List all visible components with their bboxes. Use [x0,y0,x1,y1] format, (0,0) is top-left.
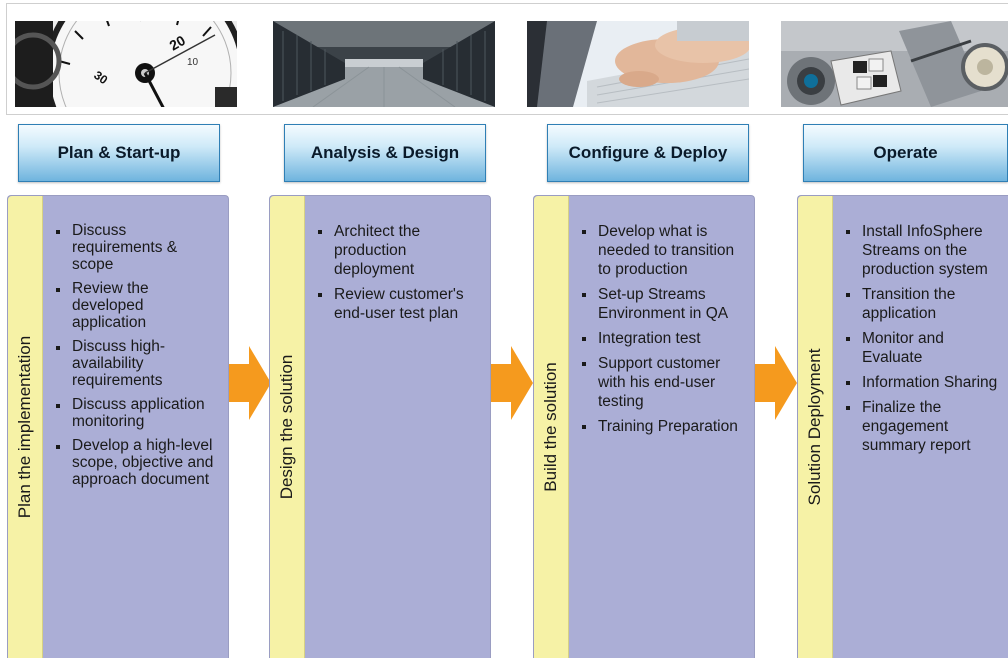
task-list: Architect the production deployment Revi… [318,222,484,329]
task-list: Discuss requirements & scope Review the … [56,222,218,495]
side-label: Solution Deployment [798,196,833,658]
stage-header-configure: Configure & Deploy [547,124,749,182]
flow-arrow-1 [229,346,271,420]
list-item: Review the developed application [56,280,218,331]
list-item: Develop what is needed to transition to … [582,222,748,279]
list-item: Discuss application monitoring [56,396,218,430]
list-item: Monitor and Evaluate [846,329,1006,367]
stage-panel-operate: Solution Deployment Install InfoSphere S… [797,195,1008,658]
side-label-text: Solution Deployment [805,348,824,506]
list-item: Install InfoSphere Streams on the produc… [846,222,1006,279]
list-item: Develop a high-level scope, objective an… [56,437,218,488]
side-label-text: Plan the implementation [15,335,34,519]
task-list: Install InfoSphere Streams on the produc… [846,222,1006,461]
stage-header-label: Analysis & Design [310,143,460,162]
list-item: Discuss high-availability requirements [56,338,218,389]
list-item: Transition the application [846,285,1006,323]
stage-panel-plan: Plan the implementation Discuss requirem… [7,195,229,658]
side-label: Plan the implementation [8,196,43,658]
stage-panel-configure: Build the solution Develop what is neede… [533,195,755,658]
office-desk-photo [781,21,1008,107]
flow-arrow-2 [491,346,533,420]
side-label: Design the solution [270,196,305,658]
stage-panel-analysis: Design the solution Architect the produc… [269,195,491,658]
list-item: Architect the production deployment [318,222,484,279]
list-item: Review customer's end-user test plan [318,285,484,323]
side-label-text: Build the solution [541,362,560,492]
list-item: Discuss requirements & scope [56,222,218,273]
typing-hands-photo [527,21,749,107]
side-label-text: Design the solution [277,354,296,500]
stage-header-analysis: Analysis & Design [284,124,486,182]
side-label: Build the solution [534,196,569,658]
stage-header-label: Plan & Start-up [57,143,181,162]
stage-header-operate: Operate [803,124,1008,182]
server-room-photo [273,21,495,107]
stage-header-label: Operate [873,143,938,162]
photo-strip: 20 10 30 [6,3,1008,115]
flow-arrow-3 [755,346,797,420]
list-item: Training Preparation [582,417,748,436]
svg-text:10: 10 [187,57,199,68]
stopwatch-photo: 20 10 30 [15,21,237,107]
list-item: Information Sharing [846,373,1006,392]
list-item: Finalize the engagement summary report [846,398,1006,455]
stage-header-label: Configure & Deploy [568,143,728,162]
task-list: Develop what is needed to transition to … [582,222,748,442]
stage-header-plan: Plan & Start-up [18,124,220,182]
list-item: Integration test [582,329,748,348]
svg-text:20: 20 [167,32,189,54]
list-item: Set-up Streams Environment in QA [582,285,748,323]
list-item: Support customer with his end-user testi… [582,354,748,411]
